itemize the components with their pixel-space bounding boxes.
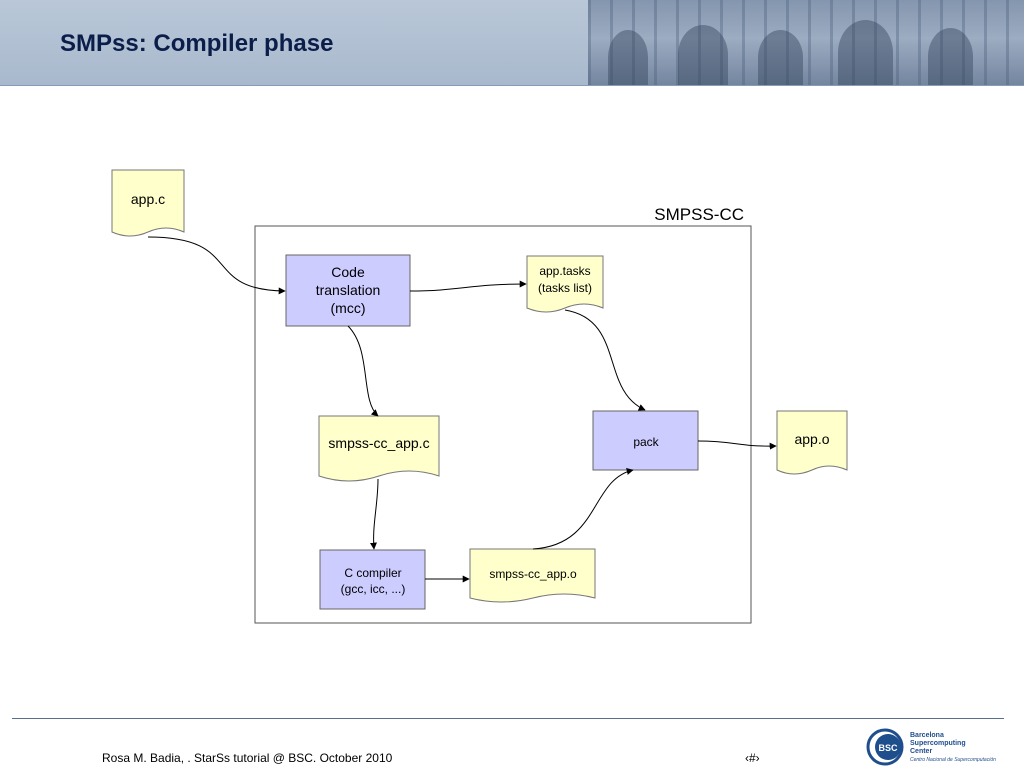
code-translation-line-2: translation	[316, 282, 381, 298]
slide-title: SMPss: Compiler phase	[60, 30, 334, 57]
arrow-app-tasks-to-pack	[564, 309, 646, 411]
c-compiler-line-1: C compiler	[344, 566, 401, 580]
bsc-logo-line-3: Center	[910, 748, 932, 755]
pack-label: pack	[633, 435, 659, 449]
app-o-document: app.o	[776, 410, 848, 475]
bsc-logo-line-1: Barcelona	[910, 732, 944, 739]
code-translation-line-1: Code	[331, 264, 365, 280]
bsc-logo: BSC Barcelona Supercomputing Center Cent…	[866, 728, 996, 766]
bsc-logo-mark: BSC	[878, 743, 898, 753]
smpss-cc-app-o-document: smpss-cc_app.o	[469, 548, 596, 603]
app-tasks-line-2: (tasks list)	[538, 281, 592, 295]
bsc-logo-line-2: Supercomputing	[910, 740, 966, 747]
bsc-logo-line-4: Centro Nacional de Supercomputación	[910, 757, 996, 763]
smpss-cc-app-c-document: smpss-cc_app.c	[318, 415, 440, 482]
arrow-app-c-to-code-translation	[147, 236, 286, 295]
app-c-document: app.c	[111, 169, 185, 237]
slide-header: SMPss: Compiler phase	[0, 0, 1024, 86]
smpss-cc-app-c-label: smpss-cc_app.c	[328, 435, 429, 451]
smpss-cc-container	[254, 225, 752, 624]
pack-process: pack	[592, 410, 699, 471]
app-o-label: app.o	[794, 431, 829, 447]
c-compiler-process: C compiler (gcc, icc, ...)	[319, 549, 426, 610]
arrow-code-translation-to-app-tasks	[409, 280, 527, 292]
code-translation-line-3: (mcc)	[331, 300, 366, 316]
arrow-pack-to-app-o	[697, 440, 777, 450]
arrow-smpss-cc-app-o-to-pack	[532, 468, 634, 550]
app-tasks-line-1: app.tasks	[539, 264, 590, 278]
app-tasks-document: app.tasks (tasks list)	[526, 255, 604, 313]
footer-divider	[12, 718, 1004, 719]
smpss-cc-label: SMPSS-CC	[654, 205, 744, 224]
header-photo-banner	[588, 0, 1024, 85]
footer-credit: Rosa M. Badia, . StarSs tutorial @ BSC. …	[102, 751, 393, 765]
arrow-smpss-cc-app-c-to-c-compiler	[369, 478, 379, 550]
smpss-cc-app-o-label: smpss-cc_app.o	[489, 567, 577, 581]
slide-number: ‹#›	[745, 751, 760, 765]
code-translation-process: Code translation (mcc)	[285, 254, 411, 327]
c-compiler-line-2: (gcc, icc, ...)	[341, 582, 406, 596]
bsc-logo-ring-icon	[866, 728, 904, 766]
app-c-label: app.c	[131, 191, 165, 207]
bsc-logo-disc-icon	[875, 734, 901, 760]
arrow-code-translation-to-smpss-cc-app-c	[347, 325, 379, 417]
